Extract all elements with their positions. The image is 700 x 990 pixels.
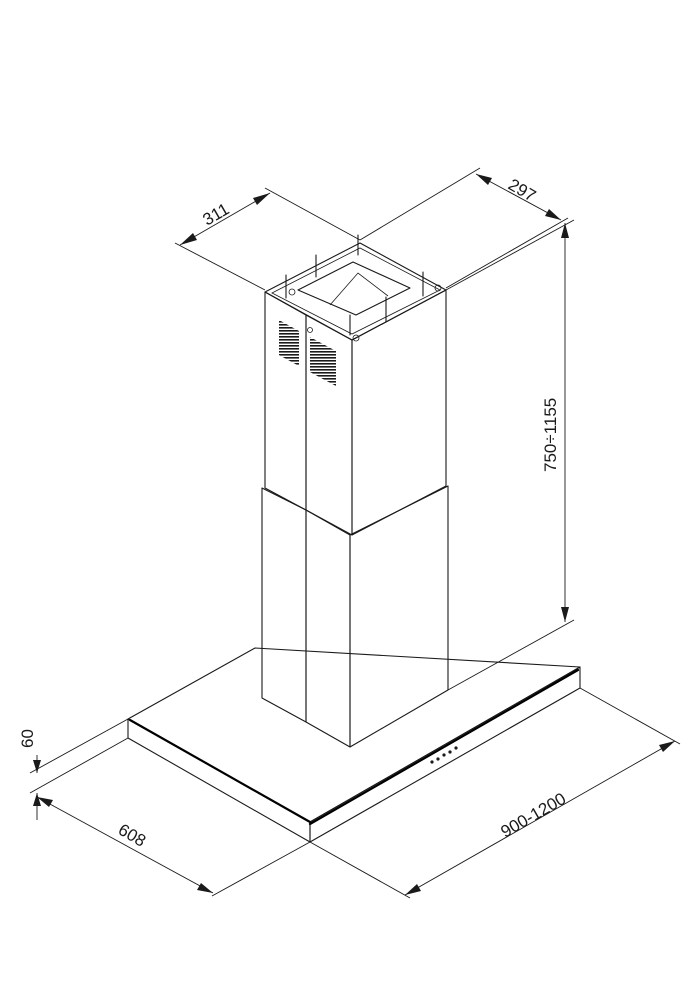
vent-grille-left [279, 320, 299, 366]
dimension-label-height: 750÷1155 [541, 398, 560, 472]
dimension-canopy-depth: 608 [36, 796, 311, 897]
dimension-label-60: 60 [18, 729, 37, 748]
mounting-bolts [285, 234, 442, 342]
chimney [261, 234, 449, 748]
control-buttons [430, 746, 458, 764]
dimension-label-608: 608 [115, 820, 149, 851]
dimension-label-297: 297 [505, 175, 539, 206]
dimension-label-311: 311 [200, 199, 233, 229]
dimension-height: 750÷1155 [445, 219, 575, 691]
dimension-canopy-thickness: 60 [18, 718, 129, 820]
vent-grille-right [307, 327, 336, 386]
dimension-label-width: 900-1200 [498, 789, 570, 841]
dimension-chimney-depth: 297 [359, 167, 569, 289]
dimension-chimney-width: 311 [174, 187, 361, 291]
